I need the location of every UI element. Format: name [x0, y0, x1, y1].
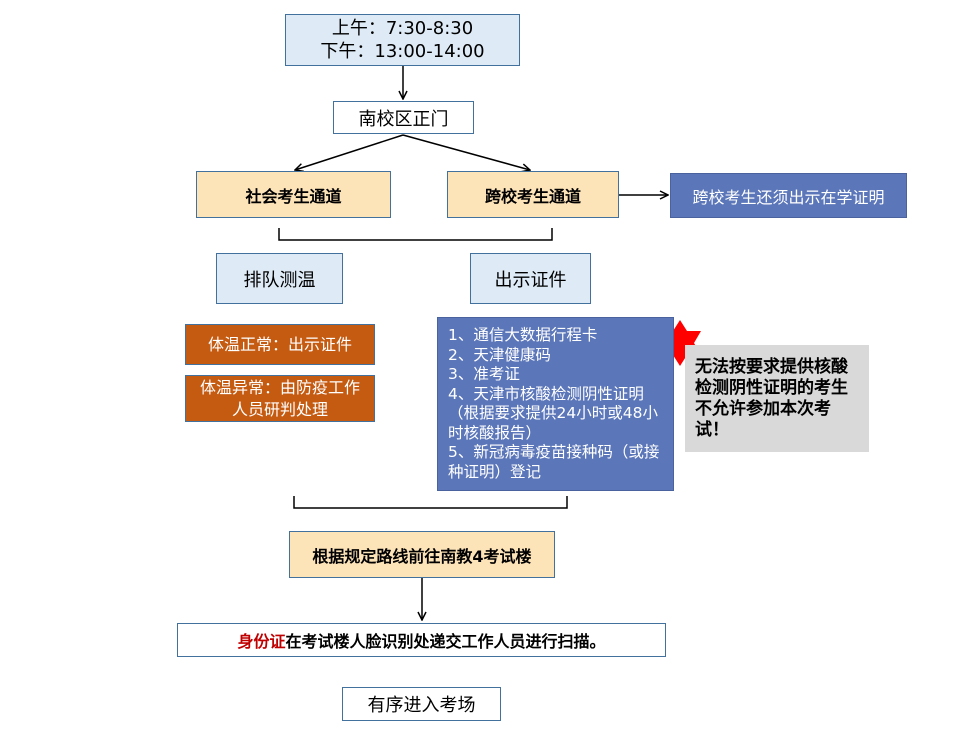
- gate-box: 南校区正门: [333, 101, 474, 134]
- cross-channel-box: 跨校考生通道: [447, 171, 619, 218]
- social-channel-box: 社会考生通道: [196, 171, 391, 218]
- doc-item: 5、新冠病毒疫苗接种码（或接种证明）登记: [448, 443, 660, 481]
- bracket-1: [278, 228, 553, 241]
- cross-note-box: 跨校考生还须出示在学证明: [670, 173, 907, 218]
- temp-check-box: 排队测温: [216, 253, 343, 304]
- time-box: 上午：7:30-8:30 下午：13:00-14:00: [285, 14, 520, 66]
- temp-normal-box: 体温正常：出示证件: [185, 324, 375, 365]
- afternoon-time: 下午：13:00-14:00: [320, 41, 485, 62]
- warning-box: 无法按要求提供核酸检测阴性证明的考生不允许参加本次考试！: [685, 345, 869, 452]
- doc-item: 4、天津市核酸检测阴性证明（根据要求提供24小时或48小时核酸报告）: [448, 384, 658, 442]
- id-check-box: 身份证在考试楼人脸识别处递交工作人员进行扫描。: [177, 623, 666, 657]
- route-box: 根据规定路线前往南教4考试楼: [289, 531, 555, 578]
- bracket-2: [293, 496, 568, 509]
- morning-time: 上午：7:30-8:30: [331, 18, 474, 39]
- doc-item: 3、准考证: [448, 365, 520, 383]
- id-card-highlight: 身份证: [237, 632, 286, 651]
- docs-list-box: 1、通信大数据行程卡 2、天津健康码 3、准考证 4、天津市核酸检测阴性证明（根…: [437, 317, 674, 491]
- temp-abnormal-box: 体温异常：由防疫工作人员研判处理: [185, 375, 375, 422]
- show-docs-box: 出示证件: [470, 253, 591, 304]
- arrow-gate-social: [295, 134, 404, 170]
- id-check-text: 在考试楼人脸识别处递交工作人员进行扫描。: [285, 632, 606, 651]
- arrow-gate-cross: [402, 134, 530, 170]
- enter-exam-box: 有序进入考场: [342, 687, 501, 721]
- doc-item: 2、天津健康码: [448, 345, 551, 364]
- doc-item: 1、通信大数据行程卡: [448, 326, 598, 344]
